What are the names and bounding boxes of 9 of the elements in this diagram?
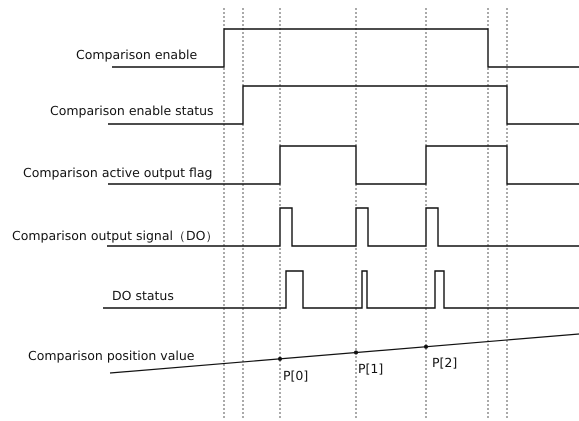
position-label: P[2] xyxy=(432,355,458,370)
signal-name: Comparison position value xyxy=(28,348,194,363)
signal-name: Comparison active output flag xyxy=(23,165,212,180)
signal-name: Comparison enable xyxy=(76,47,198,62)
position-label: P[0] xyxy=(283,368,308,383)
position-label: P[1] xyxy=(358,361,384,376)
signal-name: Comparison enable status xyxy=(50,103,214,118)
signal-name: Comparison output signal（DO） xyxy=(12,228,218,243)
signal-name: DO status xyxy=(112,288,174,303)
